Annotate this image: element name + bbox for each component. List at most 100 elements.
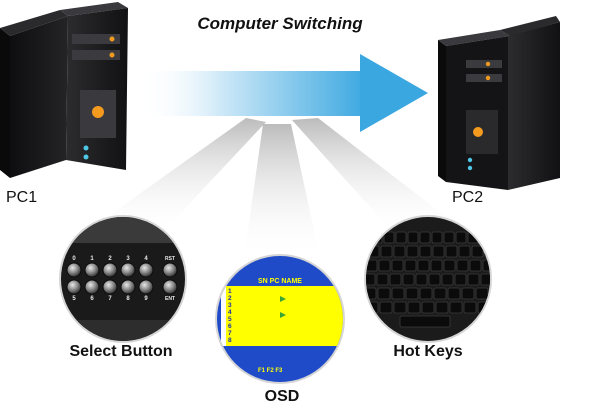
keyboard-key [393,245,406,258]
osd-row-number: 8 [228,337,232,344]
keyboard-key [496,260,507,271]
pc1-label: PC1 [6,189,38,206]
keyboard-key [471,245,484,258]
keyboard-key [455,231,467,244]
keyboard-key [393,301,407,314]
select-button-key [102,279,118,295]
pc2-led-blue-icon [467,165,473,171]
keyboard-key [383,231,395,244]
osd-row-number: 6 [228,323,232,330]
keyboard-key [467,273,480,286]
osd-footer-text: F1 F2 F3 [258,368,283,374]
pc2-led-orange-icon [485,61,491,67]
select-button-key [120,279,136,295]
select-top-label: 1 [90,256,94,262]
select-bottom-label: 6 [90,296,94,302]
keyboard-key [441,273,454,286]
pc1-led-blue-icon [83,145,89,151]
keyboard-key [463,301,477,314]
keyboard-key [489,287,490,300]
beam-select [100,118,266,235]
keyboard-key [435,301,449,314]
beam-hotkeys [292,118,450,235]
keyboard-key [395,231,407,244]
pc2-led-blue-icon [467,157,473,163]
keyboard-key [480,273,490,286]
select-top-label: 3 [126,256,130,262]
beam-osd [244,124,320,258]
select-button-key [138,279,154,295]
keyboard-key [379,301,393,314]
select-button-key [162,262,178,278]
osd-row-number: 1 [228,288,232,295]
keyboard-key [402,273,415,286]
select-button-key [66,262,82,278]
select-top-label: 0 [72,256,76,262]
keyboard-key [445,245,458,258]
keyboard-keys [366,231,507,328]
keyboard-key [449,301,463,314]
select-top-label: RST [165,256,175,262]
keyboard-key [389,273,402,286]
osd-marker-icon [280,312,286,318]
select-button-label: Select Button [69,343,173,360]
keyboard-key [494,274,505,285]
select-bottom-label: 8 [126,296,130,302]
osd-marker-icon [280,296,286,302]
keyboard-key [432,245,445,258]
keyboard-key [447,287,461,300]
keyboard-key [417,259,430,272]
keyboard-key [433,287,447,300]
diagram-title: Computer Switching [197,14,363,33]
select-button-key [138,262,154,278]
pc2-tower [438,16,560,190]
keyboard-key [430,259,443,272]
keyboard-key [428,273,441,286]
keyboard-key [378,259,391,272]
osd-row-number: 4 [228,309,232,316]
select-button-key [84,262,100,278]
keyboard-key [415,273,428,286]
select-button-key [84,279,100,295]
select-top-label: 4 [144,256,148,262]
pc1-led-orange-icon [109,52,115,58]
select-bottom-label: 9 [144,296,148,302]
arrow-shaft [140,71,368,116]
keyboard-key [366,273,376,286]
select-button-key [162,279,178,295]
keyboard-key [461,287,475,300]
osd-label: OSD [264,388,300,405]
keyboard-key [380,245,393,258]
keyboard-key [469,259,482,272]
pc1-tower [0,2,128,178]
keyboard-key [458,245,471,258]
keyboard-key [377,287,391,300]
keyboard-key [376,273,389,286]
keyboard-key [406,245,419,258]
keyboard-key [419,231,431,244]
keyboard-key [421,301,435,314]
select-button-key [120,262,136,278]
keyboard-key [475,287,489,300]
select-top-label: 2 [108,256,112,262]
keyboard-key [366,259,378,272]
keyboard-key [454,273,467,286]
keyboard-key [419,287,433,300]
select-bottom-label: ENT [165,296,175,302]
arrow-head [360,54,428,132]
keyboard-key [405,287,419,300]
pc1-power-button-icon [92,106,104,118]
keyboard-key [456,259,469,272]
pc2-led-orange-icon [485,75,491,81]
osd-row-number: 3 [228,302,232,309]
keyboard-key [431,231,443,244]
select-button-key [102,262,118,278]
light-beams [100,118,450,258]
hot-keys-label: Hot Keys [393,343,463,360]
keyboard-key [391,259,404,272]
